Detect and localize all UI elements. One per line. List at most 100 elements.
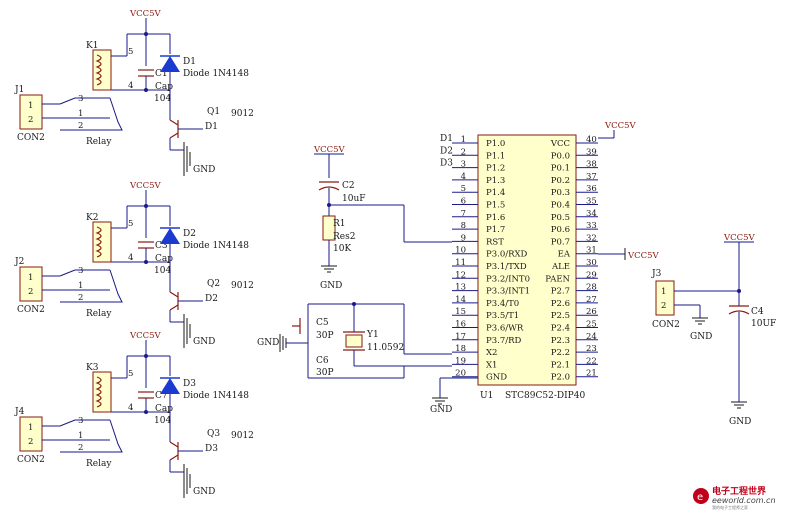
mcu-left-pin-number: 15 bbox=[455, 307, 466, 317]
mcu-right-pin-number: 37 bbox=[586, 172, 597, 182]
relay-vcc-label: VCC5V bbox=[129, 9, 162, 19]
relay-pin-4: 4 bbox=[128, 81, 133, 91]
mcu-left-pin-name: P1.0 bbox=[486, 139, 505, 149]
mcu-right-pin-name: P2.6 bbox=[551, 299, 570, 309]
transistor-net: D3 bbox=[205, 444, 218, 454]
mcu-left-pin-number: 2 bbox=[461, 147, 466, 157]
relay-type-label: Relay bbox=[86, 137, 112, 147]
diode-part: Diode 1N4148 bbox=[183, 391, 249, 401]
relay-ref: K1 bbox=[86, 41, 98, 51]
mcu-left-pin-name: X2 bbox=[486, 348, 497, 358]
power-input: J3 1 2 CON2 GND VCC5V C4 10UF GND bbox=[651, 233, 776, 427]
reset-circuit: VCC5V C2 10uF R1 Res2 10K GND bbox=[313, 145, 452, 291]
crystal-ref: Y1 bbox=[366, 330, 379, 340]
mcu-right-pin-name: P2.3 bbox=[551, 336, 570, 346]
mcu-left-pin-number: 9 bbox=[461, 233, 466, 243]
mcu-part: STC89C52-DIP40 bbox=[505, 391, 585, 401]
relay-coil bbox=[92, 221, 112, 263]
transistor-gnd-label: GND bbox=[193, 337, 215, 347]
reset-cap-ref: C2 bbox=[342, 181, 355, 191]
mcu-left-pin-name: GND bbox=[486, 373, 507, 383]
mcu-right-pin-name: P0.7 bbox=[551, 237, 570, 247]
relay-pin-1: 1 bbox=[78, 109, 83, 119]
crystal-c6-ref: C6 bbox=[316, 356, 329, 366]
mcu-left-pin-number: 16 bbox=[455, 320, 466, 330]
mcu-left-pin-number: 8 bbox=[461, 221, 466, 231]
mcu-left-pin-name: P3.1/TXD bbox=[486, 262, 527, 272]
crystal-c5-ref: C5 bbox=[316, 318, 329, 328]
power-gnd-label-2: GND bbox=[729, 417, 751, 427]
mcu-left-pin-number: 19 bbox=[455, 356, 466, 366]
mcu-right-pin-number: 22 bbox=[586, 356, 597, 366]
mcu-right-pin-name: P0.1 bbox=[551, 164, 570, 174]
power-cap-value: 10UF bbox=[751, 319, 776, 329]
mcu-left-pin-name: P1.3 bbox=[486, 176, 505, 186]
diode-ref: D1 bbox=[183, 57, 196, 67]
diode-ref: D2 bbox=[183, 229, 196, 239]
mcu-right-pin-number: 21 bbox=[586, 369, 597, 379]
mcu-left-pin-name: P1.6 bbox=[486, 213, 505, 223]
relay-ref: K2 bbox=[86, 213, 98, 223]
mcu-left-pin-number: 7 bbox=[461, 209, 466, 219]
mcu-left-pin-number: 11 bbox=[455, 258, 466, 268]
mcu-right-pin-name: VCC bbox=[550, 139, 570, 149]
mcu-left-pin-name: P3.7/RD bbox=[486, 336, 522, 346]
reset-res-value: 10K bbox=[333, 244, 351, 254]
relay-pin-1: 1 bbox=[78, 281, 83, 291]
relay-cap-name: Cap bbox=[155, 82, 173, 92]
mcu-body bbox=[477, 134, 577, 386]
relay-cap-value: 104 bbox=[154, 416, 171, 426]
reset-cap-value: 10uF bbox=[342, 194, 366, 204]
relay-cap-ref: C7 bbox=[155, 391, 168, 401]
mcu-left-pin-name: P3.3/INT1 bbox=[486, 287, 530, 297]
power-vcc-label: VCC5V bbox=[723, 233, 756, 243]
mcu-right-pin-name: P0.6 bbox=[551, 225, 570, 235]
mcu-ref: U1 bbox=[480, 391, 493, 401]
mcu-left-pin-number: 1 bbox=[461, 135, 466, 145]
relay-pin-2: 2 bbox=[78, 121, 83, 131]
connector-name: CON2 bbox=[17, 455, 45, 465]
diode-ref: D3 bbox=[183, 379, 196, 389]
mcu-net-label: D3 bbox=[440, 159, 453, 169]
mcu-left-pin-name: P1.7 bbox=[486, 225, 505, 235]
transistor-gnd-label: GND bbox=[193, 165, 215, 175]
diode-part: Diode 1N4148 bbox=[183, 241, 249, 251]
crystal-circuit: GND C5 30P C6 30P Y1 11.0592 bbox=[257, 302, 452, 379]
mcu-left-pin-name: P3.6/WR bbox=[486, 324, 524, 334]
relay-pin-4: 4 bbox=[128, 403, 133, 413]
relay-pin-2: 2 bbox=[78, 293, 83, 303]
mcu-left-pin-number: 5 bbox=[461, 184, 466, 194]
mcu-left-pin-number: 17 bbox=[455, 332, 466, 342]
transistor-gnd-label: GND bbox=[193, 487, 215, 497]
mcu-right-pin-name: PAEN bbox=[545, 274, 570, 284]
mcu-left-pin-number: 10 bbox=[455, 246, 466, 256]
mcu-right-pin-number: 36 bbox=[586, 184, 597, 194]
mcu-left-pin-number: 14 bbox=[455, 295, 466, 305]
connector-body bbox=[19, 94, 43, 130]
mcu-right-pin-number: 29 bbox=[586, 270, 597, 280]
mcu-left-pin-number: 20 bbox=[455, 369, 466, 379]
mcu-left-pin-name: RST bbox=[486, 237, 504, 247]
mcu-right-pin-name: P0.0 bbox=[551, 151, 570, 161]
reset-gnd-label: GND bbox=[320, 281, 342, 291]
mcu-right-pin-name: P2.4 bbox=[551, 324, 570, 334]
relay-ref: K3 bbox=[86, 363, 99, 373]
relay-cap-ref: C3 bbox=[155, 241, 168, 251]
mcu-left-pin-name: P3.5/T1 bbox=[486, 311, 519, 321]
mcu-right-pin-number: 26 bbox=[586, 307, 597, 317]
crystal-value: 11.0592 bbox=[367, 343, 404, 353]
connector-pin-2: 2 bbox=[28, 287, 33, 297]
mcu-net-label: D1 bbox=[440, 134, 453, 144]
mcu-left-pin-number: 13 bbox=[455, 283, 466, 293]
svg-text:e: e bbox=[697, 492, 703, 503]
crystal-c5-value: 30P bbox=[316, 331, 334, 341]
relay-type-label: Relay bbox=[86, 309, 112, 319]
power-pin-2: 2 bbox=[661, 301, 666, 311]
relay-coil bbox=[92, 49, 112, 91]
mcu-right-pin-name: P2.2 bbox=[551, 348, 570, 358]
mcu-left-pin-name: P1.2 bbox=[486, 164, 505, 174]
mcu-left-pin-number: 4 bbox=[461, 172, 466, 182]
